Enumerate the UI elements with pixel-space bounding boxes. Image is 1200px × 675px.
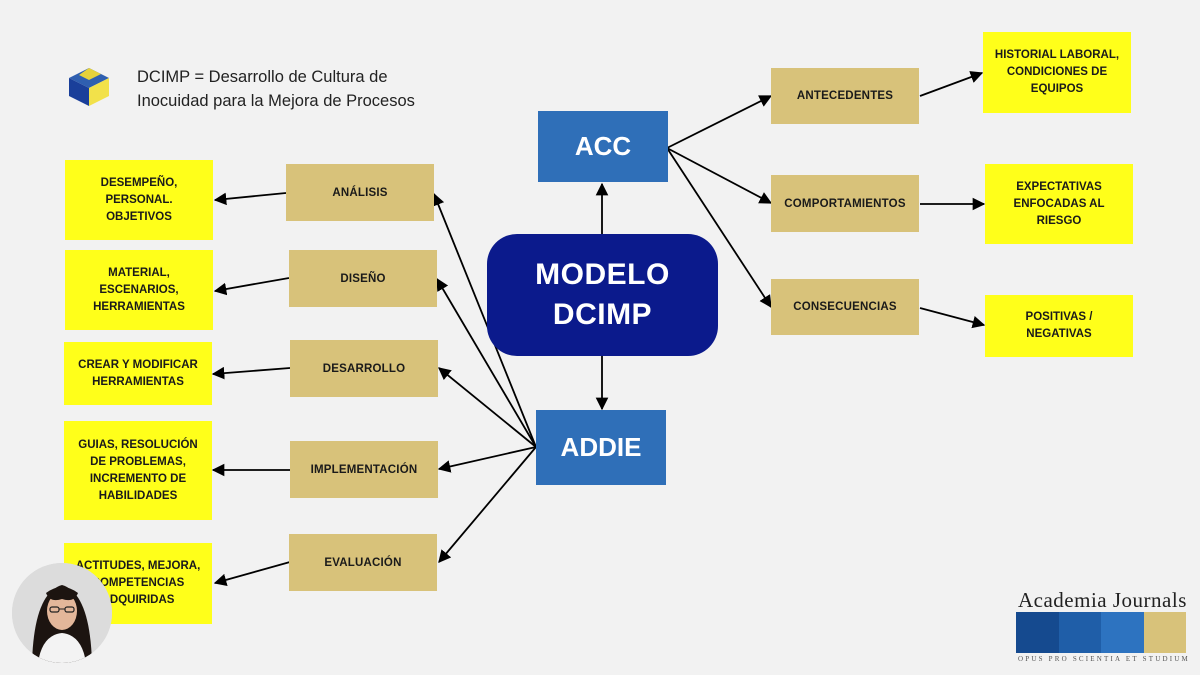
brand-name: Academia Journals <box>1018 588 1187 612</box>
detail-line: HERRAMIENTAS <box>93 300 185 313</box>
detail-line: HABILIDADES <box>98 489 178 502</box>
detail-line: CONDICIONES DE <box>1006 66 1108 78</box>
detail-line: RIESGO <box>1036 214 1082 227</box>
arrow-antecedentes-detail <box>919 71 984 97</box>
branch-antecedentes: ANTECEDENTES <box>771 68 919 124</box>
detail-line: ACTITUDES, MEJORA, <box>75 560 201 572</box>
center-node: MODELO DCIMP <box>487 234 718 356</box>
brand-bar-1 <box>1016 612 1059 653</box>
detail-desarrollo: CREAR Y MODIFICAR HERRAMIENTAS <box>64 342 212 405</box>
arrow-consecuencias-detail <box>919 307 986 329</box>
detail-implementacion: GUIAS, RESOLUCIÓN DE PROBLEMAS, INCREMEN… <box>64 421 212 520</box>
detail-line: DE PROBLEMAS, <box>90 455 186 468</box>
hub-acc: ACC <box>538 111 668 182</box>
brand-color-bars <box>1016 612 1186 653</box>
detail-line: MATERIAL, <box>108 266 170 279</box>
detail-line: COMPETENCIAS <box>91 577 185 589</box>
arrow-analisis-detail <box>213 192 287 206</box>
legend-text: DCIMP = Desarrollo de Cultura de Inocuid… <box>137 68 415 110</box>
detail-line: CREAR Y MODIFICAR <box>78 358 198 371</box>
detail-line: PERSONAL. <box>105 193 173 206</box>
detail-line: INCREMENTO DE <box>89 472 187 485</box>
detail-analisis: DESEMPEÑO, PERSONAL. OBJETIVOS <box>65 160 213 240</box>
center-line-2: DCIMP <box>552 298 653 331</box>
detail-consecuencias: POSITIVAS / NEGATIVAS <box>985 295 1133 357</box>
branch-comportamientos: COMPORTAMIENTOS <box>771 175 919 232</box>
arrow-acc-to-antecedentes <box>666 95 773 149</box>
detail-line: HISTORIAL LABORAL, <box>994 49 1120 61</box>
detail-line: EQUIPOS <box>1030 83 1084 95</box>
detail-line: NEGATIVAS <box>1026 328 1092 340</box>
hub-addie: ADDIE <box>536 410 666 485</box>
detail-line: ADQUIRIDAS <box>101 594 175 606</box>
branch-evaluacion: EVALUACIÓN <box>289 534 437 591</box>
branch-diseno: DISEÑO <box>289 250 437 307</box>
detail-line: HERRAMIENTAS <box>92 375 184 388</box>
arrow-evaluacion-detail <box>213 561 291 587</box>
center-line-1: MODELO <box>535 258 670 291</box>
presenter-avatar-icon <box>12 563 112 663</box>
detail-line: ENFOCADAS AL <box>1013 197 1105 210</box>
branch-consecuencias: CONSECUENCIAS <box>771 279 919 335</box>
brand-motto: OPUS PRO SCIENTIA ET STUDIUM <box>1018 655 1190 663</box>
cube-logo-icon <box>67 66 111 108</box>
brand-bar-3 <box>1101 612 1144 653</box>
detail-line: POSITIVAS / <box>1025 311 1093 323</box>
branch-analisis: ANÁLISIS <box>286 164 434 221</box>
detail-antecedentes: HISTORIAL LABORAL, CONDICIONES DE EQUIPO… <box>983 32 1131 113</box>
arrow-desarrollo-detail <box>211 366 291 380</box>
arrow-addie-to-desarrollo <box>438 367 537 448</box>
brand-bar-2 <box>1058 612 1101 653</box>
arrow-addie-to-evaluacion <box>438 446 537 563</box>
detail-diseno: MATERIAL, ESCENARIOS, HERRAMIENTAS <box>65 250 213 330</box>
branch-desarrollo: DESARROLLO <box>290 340 438 397</box>
branch-implementacion: IMPLEMENTACIÓN <box>290 441 438 498</box>
detail-line: EXPECTATIVAS <box>1016 180 1102 193</box>
detail-line: ESCENARIOS, <box>99 283 179 296</box>
detail-line: OBJETIVOS <box>106 210 172 223</box>
arrow-diseno-detail <box>213 277 290 296</box>
detail-line: DESEMPEÑO, <box>100 176 178 189</box>
detail-comportamientos: EXPECTATIVAS ENFOCADAS AL RIESGO <box>985 164 1133 244</box>
arrow-acc-to-comportamientos <box>666 147 773 204</box>
detail-line: GUIAS, RESOLUCIÓN <box>78 438 198 451</box>
brand-bar-4 <box>1143 612 1186 653</box>
arrow-addie-to-implementacion <box>437 446 537 473</box>
